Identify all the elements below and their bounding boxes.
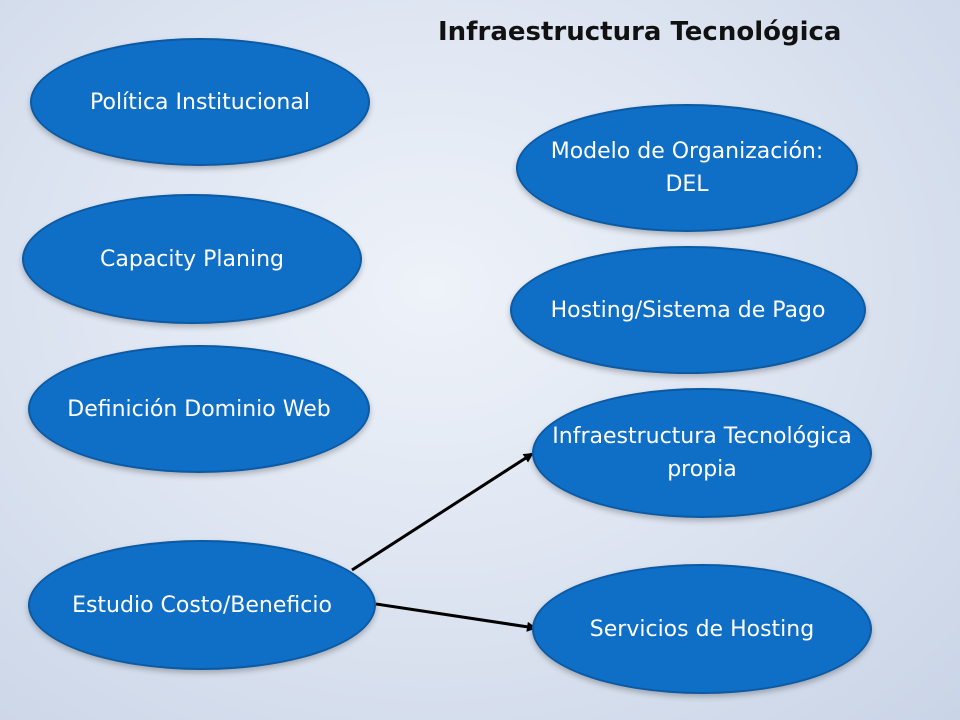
node-infraestructura-propia: Infraestructura Tecnológica propia	[532, 388, 872, 518]
arrow-to-infra-propia	[351, 452, 534, 572]
arrow-to-servicios	[375, 602, 537, 632]
node-hosting-sistema-pago: Hosting/Sistema de Pago	[510, 246, 866, 374]
node-capacity-planing: Capacity Planing	[22, 194, 362, 324]
node-definicion-dominio-web: Definición Dominio Web	[28, 345, 370, 473]
node-politica-institucional: Política Institucional	[30, 38, 370, 166]
node-servicios-hosting: Servicios de Hosting	[532, 564, 872, 694]
page-title: Infraestructura Tecnológica	[438, 17, 842, 47]
node-estudio-costo-beneficio: Estudio Costo/Beneficio	[28, 540, 376, 670]
node-modelo-organizacion: Modelo de Organización: DEL	[516, 104, 858, 232]
